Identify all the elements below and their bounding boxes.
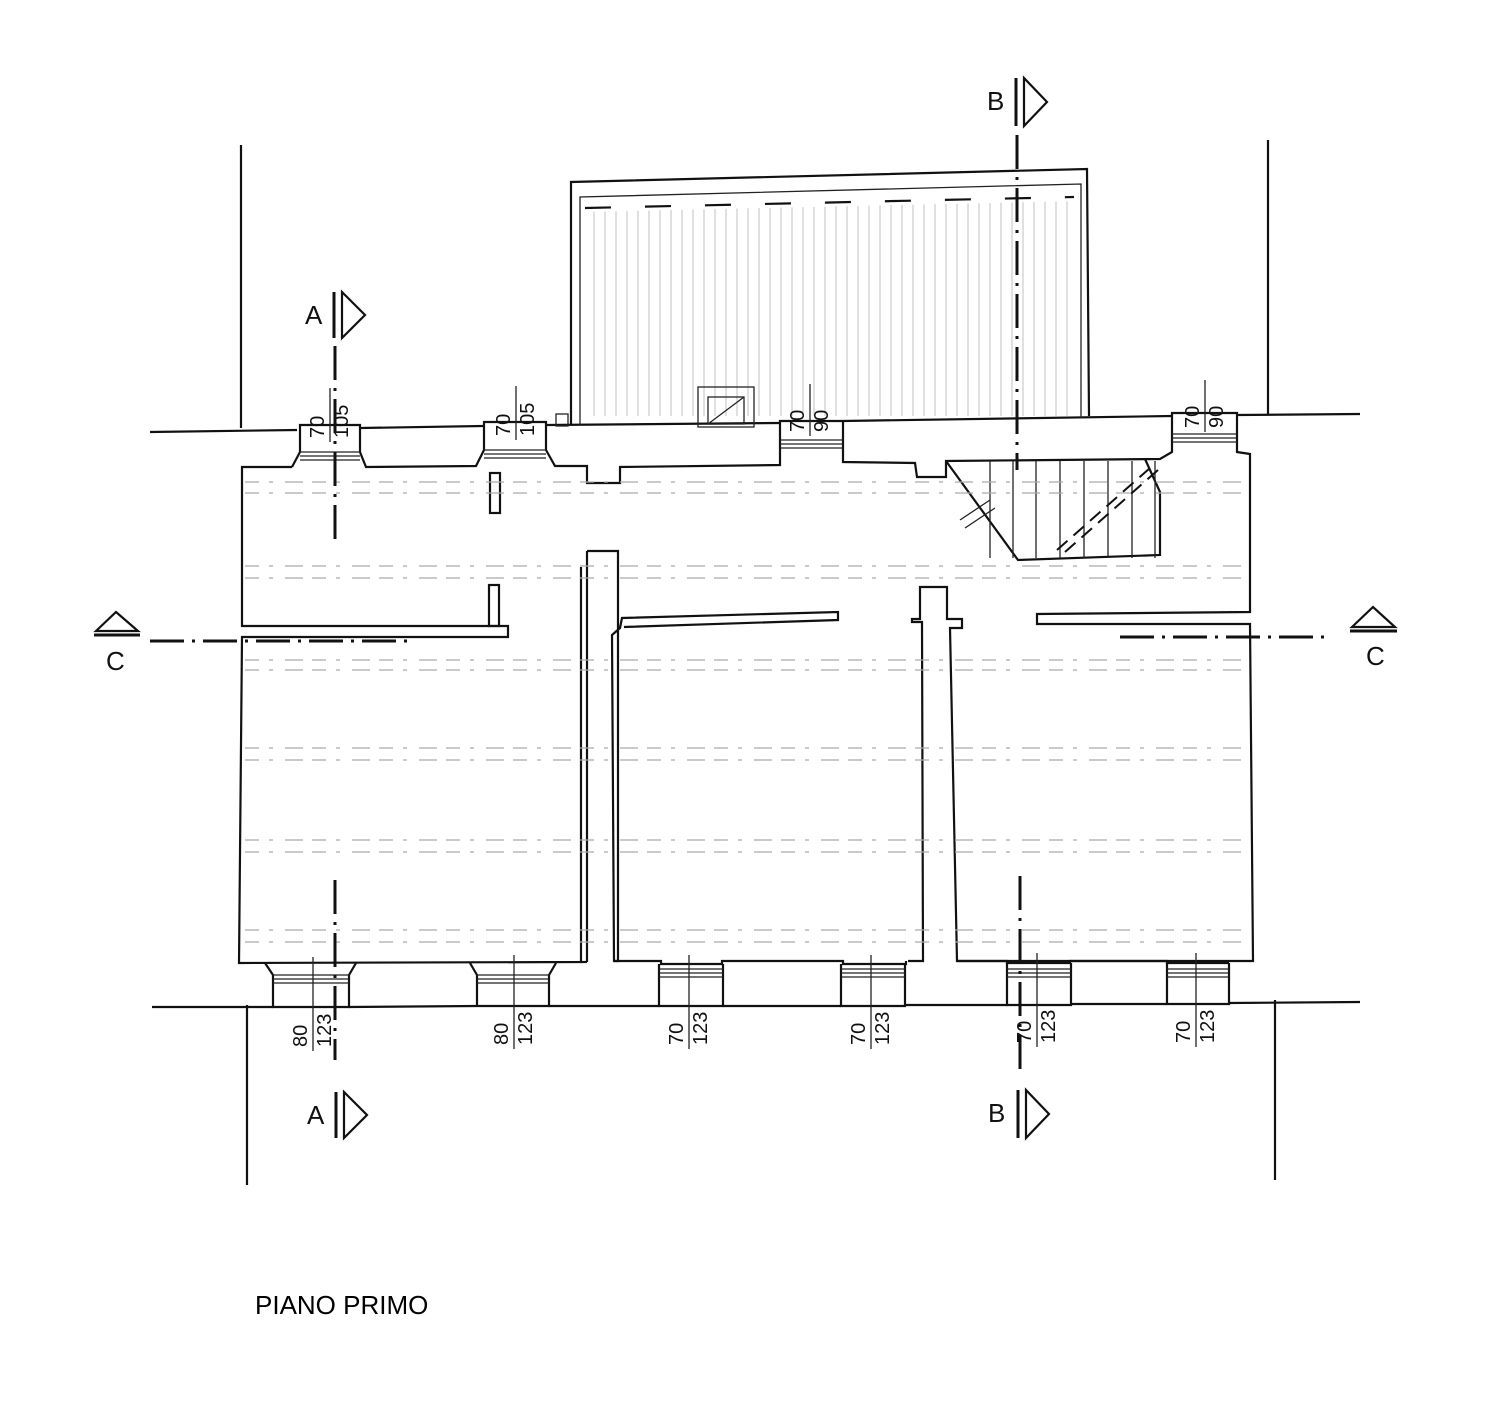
section-marker-c-right: C (1349, 605, 1398, 671)
window-width: 70 (666, 1023, 688, 1045)
window-height: 90 (811, 410, 833, 432)
building-walls (237, 411, 1255, 1009)
section-marker-a-bottom: A (307, 1089, 369, 1141)
plan-title: PIANO PRIMO (255, 1290, 429, 1320)
section-marker-b-bottom: B (988, 1087, 1051, 1141)
section-c-right-label: C (1366, 641, 1385, 671)
window-width: 70 (307, 416, 329, 438)
window-width: 70 (1182, 406, 1204, 428)
window-width: 80 (491, 1023, 513, 1045)
window-height: 105 (331, 405, 353, 438)
section-marker-b-top: B (987, 75, 1049, 129)
window-height: 90 (1206, 406, 1228, 428)
window-label-bottom-3: 70 123 (666, 955, 712, 1049)
boundary-lines (149, 140, 1361, 1185)
window-label-top-4: 70 90 (1182, 380, 1228, 432)
section-b-bottom-label: B (988, 1098, 1005, 1128)
window-width: 70 (1014, 1021, 1036, 1043)
window-height: 123 (1197, 1010, 1219, 1043)
window-label-top-3: 70 90 (787, 384, 833, 436)
window-width: 70 (787, 410, 809, 432)
floor-reference-lines (245, 481, 1250, 943)
section-a-bottom-label: A (307, 1100, 325, 1130)
window-width: 80 (290, 1025, 312, 1047)
section-a-top-label: A (305, 300, 323, 330)
window-height: 123 (872, 1012, 894, 1045)
terrace-area (555, 167, 1091, 428)
window-height: 123 (314, 1014, 336, 1047)
window-label-top-1: 70 105 (307, 388, 353, 442)
window-width: 70 (1173, 1021, 1195, 1043)
window-height: 123 (690, 1012, 712, 1045)
section-marker-c-left: C (93, 610, 141, 676)
window-label-bottom-5: 70 123 (1014, 953, 1060, 1047)
window-width: 70 (848, 1023, 870, 1045)
window-height: 123 (1038, 1010, 1060, 1043)
window-label-bottom-6: 70 123 (1173, 953, 1219, 1047)
window-label-bottom-1: 80 123 (290, 957, 336, 1051)
section-c-left-label: C (106, 646, 125, 676)
window-label-bottom-4: 70 123 (848, 955, 894, 1049)
window-height: 105 (517, 403, 539, 436)
section-lines (150, 135, 1330, 1072)
window-width: 70 (493, 414, 515, 436)
window-height: 123 (515, 1012, 537, 1045)
window-label-bottom-2: 80 123 (491, 955, 537, 1049)
section-marker-a-top: A (305, 289, 367, 341)
section-b-top-label: B (987, 86, 1004, 116)
window-label-top-2: 70 105 (493, 386, 539, 440)
